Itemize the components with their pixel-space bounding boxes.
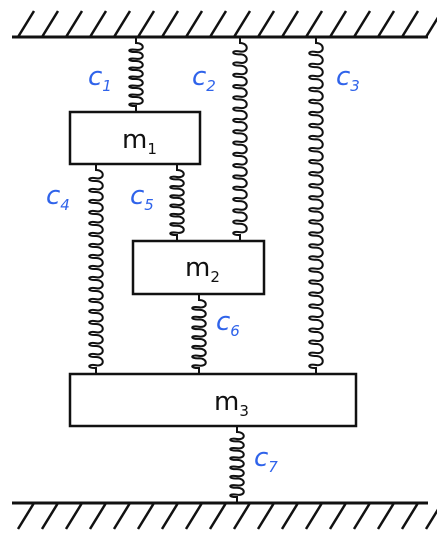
spring-c4 — [88, 164, 104, 374]
label-c2: c2 — [192, 62, 216, 95]
hatch-stroke — [352, 10, 372, 38]
hatch-stroke — [208, 502, 228, 530]
label-c5: c5 — [130, 181, 154, 214]
hatch-stroke — [88, 10, 108, 38]
hatch-stroke — [376, 502, 396, 530]
hatch-stroke — [304, 502, 324, 530]
label-c4: c4 — [46, 181, 70, 214]
bottom-wall-hatching — [16, 502, 437, 530]
hatch-stroke — [184, 10, 204, 38]
top-wall-hatching — [16, 10, 437, 38]
hatch-stroke — [256, 10, 276, 38]
hatch-stroke — [400, 10, 420, 38]
hatch-stroke — [376, 10, 396, 38]
hatch-stroke — [424, 508, 437, 530]
spring-c7 — [229, 426, 245, 503]
hatch-stroke — [136, 502, 156, 530]
hatch-stroke — [40, 502, 60, 530]
hatch-stroke — [304, 10, 324, 38]
hatch-stroke — [280, 502, 300, 530]
spring-c5 — [169, 164, 185, 241]
hatch-stroke — [64, 502, 84, 530]
hatch-stroke — [352, 502, 372, 530]
bottom-wall — [12, 501, 437, 530]
label-c7: c7 — [254, 443, 278, 476]
mass-m2: m2 — [131, 239, 266, 296]
mass-m3: m3 — [68, 372, 358, 428]
hatch-stroke — [88, 502, 108, 530]
hatch-stroke — [328, 502, 348, 530]
hatch-stroke — [424, 16, 437, 38]
hatch-stroke — [184, 502, 204, 530]
hatch-stroke — [400, 502, 420, 530]
top-wall — [12, 10, 437, 39]
hatch-stroke — [40, 10, 60, 38]
hatch-stroke — [232, 502, 252, 530]
mass-m1: m1 — [68, 110, 202, 166]
hatch-stroke — [112, 502, 132, 530]
hatch-stroke — [136, 10, 156, 38]
hatch-stroke — [16, 10, 36, 38]
label-c3: c3 — [336, 62, 360, 95]
hatch-stroke — [112, 10, 132, 38]
mass-m2-label: m2 — [185, 253, 220, 286]
mass-m3-label: m3 — [214, 387, 249, 420]
spring-c6 — [191, 294, 207, 374]
hatch-stroke — [280, 10, 300, 38]
hatch-stroke — [16, 502, 36, 530]
hatch-stroke — [160, 502, 180, 530]
hatch-stroke — [232, 10, 252, 38]
hatch-stroke — [208, 10, 228, 38]
hatch-stroke — [328, 10, 348, 38]
label-c6: c6 — [216, 307, 240, 340]
label-c1: c1 — [88, 62, 112, 95]
spring-c2 — [232, 37, 248, 241]
mass-m1-label: m1 — [122, 125, 157, 158]
spring-c1 — [128, 37, 144, 112]
hatch-stroke — [64, 10, 84, 38]
spring-c3 — [308, 37, 324, 374]
hatch-stroke — [160, 10, 180, 38]
hatch-stroke — [256, 502, 276, 530]
